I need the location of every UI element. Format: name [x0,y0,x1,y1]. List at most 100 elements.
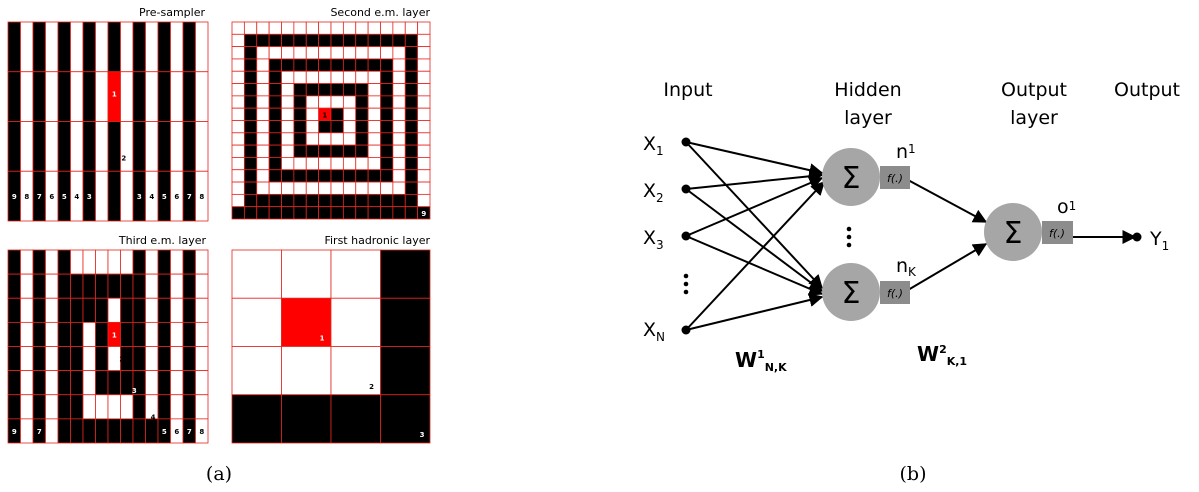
cell [70,394,84,420]
edge-x1-nk [685,141,823,290]
cell [404,95,419,109]
cell [330,70,344,84]
cell-number: 4 [360,148,365,156]
input-label: X [643,180,656,202]
cell [57,394,71,420]
cell-number: 7 [187,193,192,201]
cell [318,120,332,134]
cell [355,95,369,109]
cell [256,107,270,121]
cell [367,144,381,158]
activation-box [880,281,910,304]
cell [404,181,419,195]
cell [293,33,307,48]
cell [293,157,307,171]
edge-x3-nk [685,235,824,296]
cell [20,71,34,122]
edge-nk-o1 [907,243,988,291]
cell [32,297,46,323]
cell [243,95,258,109]
first-hadronic-layer-grid: 123 [231,249,431,444]
cell [342,181,357,195]
activation-box [880,166,910,189]
cell [195,370,209,396]
cell [231,144,245,158]
sum-icon: Σ [842,276,861,311]
cell [32,370,46,396]
cell [57,71,71,122]
cell [268,21,282,35]
cell [281,95,295,109]
cell [318,83,332,97]
cell [7,394,21,420]
cell [256,21,270,35]
cell [256,132,270,146]
cell [243,157,258,171]
cell [268,107,282,121]
cell [330,157,344,171]
cell-number: 9 [12,193,17,201]
edge-x2-nk [685,188,824,292]
cell [318,46,332,60]
cell [231,132,245,146]
cell [293,58,307,72]
cell [330,132,344,146]
cell [404,120,419,134]
cell [145,273,159,299]
cell [32,321,46,347]
cell [330,181,344,195]
cell [342,157,357,171]
cell [330,58,344,72]
cell [20,273,34,299]
cell [392,33,406,48]
cell [70,370,84,396]
cell [120,71,134,122]
cell [256,95,270,109]
cell [417,58,431,72]
cell [120,418,134,444]
cell [268,144,282,158]
output-y1: Y1 [1132,228,1170,253]
cell [330,107,344,121]
cell [7,273,21,299]
panel-title: First hadronic layer [324,234,430,247]
cell [182,21,196,73]
cell [182,297,196,323]
cell [95,394,109,420]
cell [256,193,270,208]
cell [293,181,307,195]
activation-label: f(.) [887,172,903,185]
cell [305,46,320,60]
cell [417,120,431,134]
cell [145,249,159,275]
cell [318,95,332,109]
cell [145,121,159,172]
cell [57,21,71,73]
cell [305,132,320,146]
cell [157,394,171,420]
cell [256,58,270,72]
cell [404,46,419,60]
cell [45,297,59,323]
cell [417,206,431,220]
cell [404,169,419,183]
cell [417,193,431,208]
cell [318,132,332,146]
input-x1: X1 [643,133,691,158]
cell [20,297,34,323]
cell-number: 3 [132,387,137,395]
cell [120,249,134,275]
cell [305,144,320,158]
cell [195,346,209,372]
input-dot [681,137,691,147]
cell [268,169,282,183]
cell [170,346,184,372]
cell [417,169,431,183]
cell [330,46,344,60]
cell [342,107,357,121]
cell [82,346,96,372]
cell [367,169,381,183]
cell-number: 6 [49,428,54,436]
output-subscript: 1 [1162,239,1170,253]
cell [32,121,46,172]
